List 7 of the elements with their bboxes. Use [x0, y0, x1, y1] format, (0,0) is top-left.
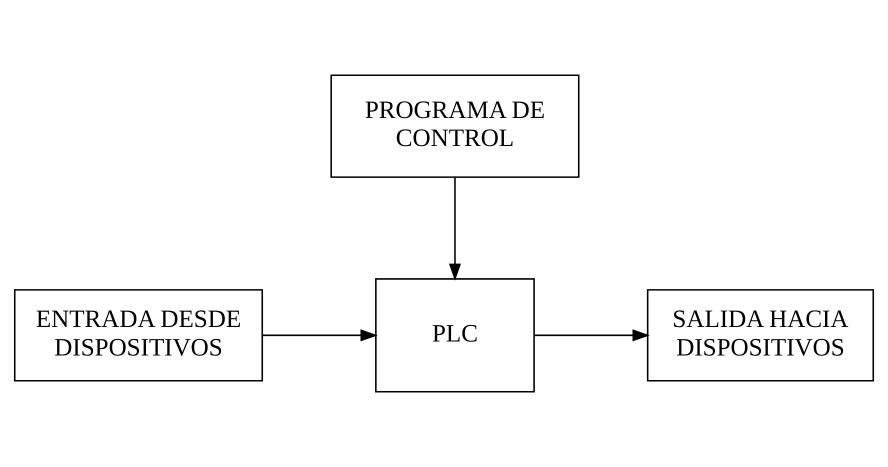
node-box: PROGRAMA DE CONTROL [330, 74, 580, 178]
node-box: SALIDA HACIA DISPOSITIVOS [646, 289, 874, 382]
node-box: PLC [375, 278, 535, 393]
arrow [534, 329, 650, 342]
arrow [448, 178, 461, 281]
arrow [262, 329, 378, 342]
node-box: ENTRADA DESDE DISPOSITIVOS [14, 289, 264, 382]
